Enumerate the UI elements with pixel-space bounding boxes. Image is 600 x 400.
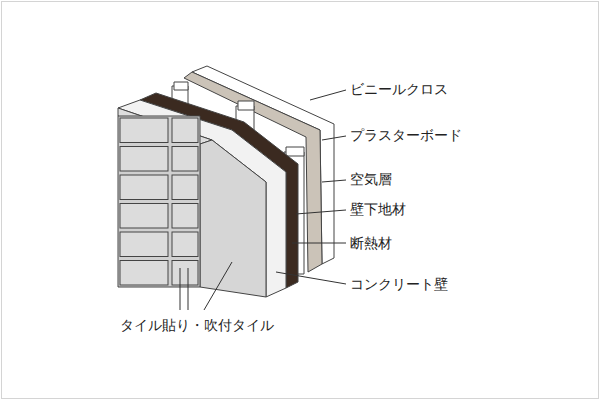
- tile-face: [118, 116, 200, 287]
- tile-top: [118, 108, 212, 144]
- brick: [120, 175, 168, 200]
- brick: [172, 147, 198, 172]
- stud-top: [238, 101, 254, 110]
- leader-line: [322, 136, 346, 140]
- leader-line: [322, 180, 346, 182]
- brick: [120, 147, 168, 172]
- leader-line: [180, 268, 181, 310]
- brick: [172, 175, 198, 200]
- layer-label: 壁下地材: [350, 201, 406, 218]
- leader-line: [292, 243, 346, 244]
- brick: [172, 204, 198, 229]
- layer-label: 空気層: [350, 171, 392, 188]
- wall-layers: [118, 66, 334, 297]
- layer-label: ビニールクロス: [350, 81, 448, 98]
- leader-line: [296, 210, 346, 214]
- spray-tile-face: [200, 140, 266, 297]
- leader-line: [310, 90, 346, 100]
- concrete-wall: [118, 100, 286, 297]
- stud-top: [174, 82, 188, 90]
- finish-label: タイル貼り・吹付タイル: [120, 317, 274, 334]
- brick: [120, 204, 168, 229]
- leader-line: [204, 262, 232, 310]
- tile-bricks: [120, 118, 198, 285]
- leader-lines: [180, 90, 346, 310]
- brick: [120, 261, 168, 286]
- brick: [172, 118, 198, 143]
- layer-label: 断熱材: [350, 235, 392, 252]
- leader-line: [276, 272, 346, 284]
- layer-label: コンクリート壁: [350, 276, 448, 293]
- brick: [120, 118, 168, 143]
- leader-line: [188, 268, 189, 310]
- brick: [172, 232, 198, 257]
- layer-label: プラスターボード: [350, 127, 462, 144]
- brick: [120, 232, 168, 257]
- stud-top: [286, 147, 304, 156]
- brick: [172, 261, 198, 286]
